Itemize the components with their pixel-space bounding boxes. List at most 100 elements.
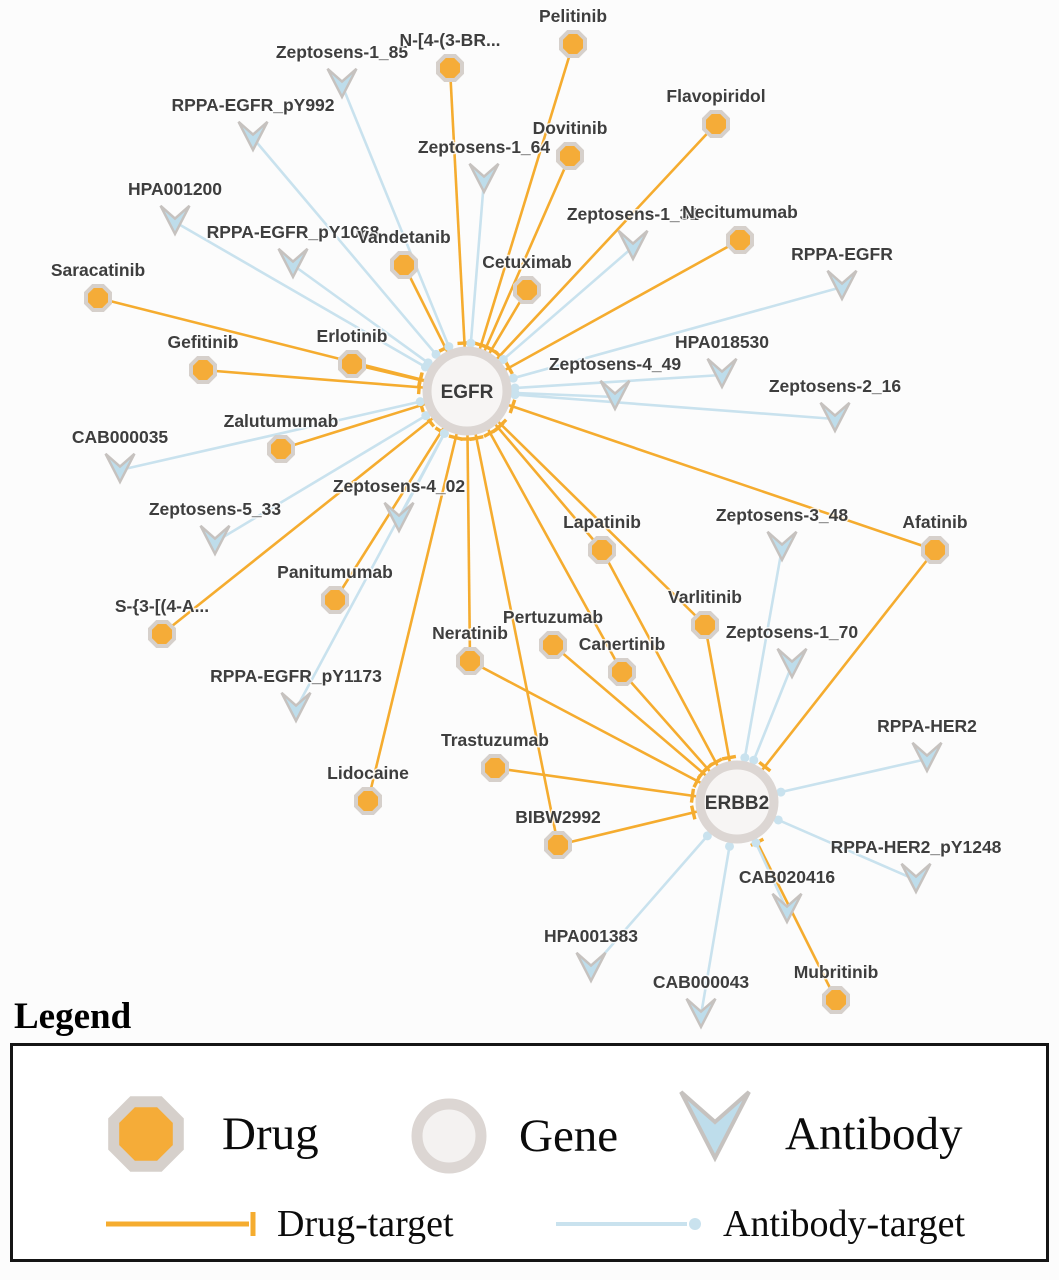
drug-node-n-4-3-br[interactable] (436, 54, 464, 82)
edge-dot-rppa-egfr-py992-egfr (431, 349, 441, 359)
drug-node-lapatinib[interactable] (588, 536, 616, 564)
drug-label-lapatinib: Lapatinib (563, 512, 641, 532)
antibody-node-rppa-egfr-py992[interactable] (237, 120, 269, 153)
drug-label-afatinib: Afatinib (902, 512, 967, 532)
legend-drug-label: Drug (222, 1108, 319, 1160)
edge-lidocaine-egfr (366, 390, 469, 802)
antibody-label-zeptosens-1-85: Zeptosens-1_85 (276, 42, 409, 62)
antibody-node-zeptosens-4-49[interactable] (599, 379, 631, 412)
antibody-node-rppa-egfr[interactable] (826, 269, 858, 302)
drug-label-erlotinib: Erlotinib (317, 326, 388, 346)
antibody-node-cab000035[interactable] (104, 452, 136, 485)
legend-item-antibody: Antibody (665, 1084, 963, 1184)
drug-node-panitumumab[interactable] (321, 586, 349, 614)
antibody-node-cab000043[interactable] (685, 997, 717, 1030)
drug-node-necitumumab[interactable] (726, 226, 754, 254)
edge-flavopiridol-egfr (466, 123, 717, 392)
antibody-node-zeptosens-1-85[interactable] (326, 67, 358, 100)
drug-node-cetuximab[interactable] (513, 276, 541, 304)
drug-node-vandetanib[interactable] (390, 251, 418, 279)
edge-neratinib-egfr (465, 390, 472, 662)
drug-node-afatinib[interactable] (921, 536, 949, 564)
legend-item-antibody-target: Antibody-target (553, 1202, 965, 1246)
edge-rppa-egfr-py992-egfr (252, 137, 468, 392)
drug-node-canertinib[interactable] (608, 658, 636, 686)
antibody-label-rppa-egfr-py1173: RPPA-EGFR_pY1173 (210, 666, 382, 686)
drug-node-zalutumumab[interactable] (267, 435, 295, 463)
drug-node-bibw2992[interactable] (544, 831, 572, 859)
gene-label-egfr: EGFR (441, 382, 494, 403)
drug-label-flavopiridol: Flavopiridol (666, 86, 765, 106)
legend-antibody-label: Antibody (785, 1108, 963, 1160)
drug-node-trastuzumab[interactable] (481, 754, 509, 782)
drug-node-mubritinib[interactable] (822, 986, 850, 1014)
edge-tee-cetuximab-egfr (484, 344, 499, 355)
legend-item-drug: Drug (98, 1086, 319, 1182)
drug-node-gefitinib[interactable] (189, 356, 217, 384)
edge-varlitinib-egfr (466, 390, 706, 626)
gene-node-erbb2[interactable] (695, 760, 779, 844)
edge-dot-hpa001383-erbb2 (702, 831, 712, 841)
antibody-node-rppa-her2[interactable] (911, 741, 943, 774)
drug-node-pertuzumab[interactable] (539, 631, 567, 659)
antibody-label-zeptosens-2-16: Zeptosens-2_16 (769, 376, 902, 396)
edge-dot-zeptosens-1-70-erbb2 (749, 755, 759, 765)
drug-node-lidocaine[interactable] (354, 787, 382, 815)
edge-tee-varlitinib-egfr (495, 418, 508, 431)
antibody-node-hpa001200[interactable] (159, 204, 191, 237)
edge-tee-canertinib-egfr (483, 428, 498, 438)
genes-layer (422, 346, 779, 844)
antibody-node-rppa-egfr-py1173[interactable] (280, 691, 312, 724)
edge-bibw2992-egfr (465, 390, 560, 846)
antibody-node-rppa-her2-py1248[interactable] (900, 862, 932, 895)
edge-tee-afatinib-erbb2 (758, 760, 772, 773)
drug-node-dovitinib[interactable] (556, 142, 584, 170)
antibody-node-rppa-egfr-py1068[interactable] (277, 247, 309, 280)
antibody-label-zeptosens-4-49: Zeptosens-4_49 (549, 354, 682, 374)
edge-markers-layer (415, 338, 786, 851)
edge-tee-canertinib-erbb2 (700, 762, 714, 775)
drug-label-trastuzumab: Trastuzumab (441, 730, 549, 750)
antibody-label-zeptosens-5-33: Zeptosens-5_33 (149, 499, 282, 519)
antibody-node-hpa018530[interactable] (706, 357, 738, 390)
antibody-node-zeptosens-3-48[interactable] (766, 530, 798, 563)
edge-hpa001200-egfr (174, 220, 468, 393)
antibody-node-zeptosens-1-31[interactable] (617, 229, 649, 262)
legend-title: Legend (14, 996, 132, 1037)
antibody-node-hpa001383[interactable] (575, 951, 607, 984)
antibody-node-zeptosens-4-02[interactable] (383, 501, 415, 534)
antibody-node-zeptosens-5-33[interactable] (199, 524, 231, 557)
edge-rppa-egfr-egfr (466, 285, 843, 393)
antibody-target-edge-icon (556, 1218, 701, 1230)
edge-dot-zeptosens-5-33-egfr (421, 411, 431, 421)
drug-target-edge-icon (106, 1212, 256, 1236)
edge-tee-trastuzumab-erbb2 (689, 788, 696, 803)
drug-node-s-3-4-a[interactable] (148, 620, 176, 648)
drug-label-dovitinib: Dovitinib (533, 118, 608, 138)
drug-node-erlotinib[interactable] (338, 350, 366, 378)
antibody-label-hpa001383: HPA001383 (544, 926, 638, 946)
gene-node-egfr[interactable] (422, 346, 512, 436)
edge-necitumumab-egfr (466, 238, 741, 393)
antibody-node-zeptosens-1-70[interactable] (776, 647, 808, 680)
antibody-label-zeptosens-1-31: Zeptosens-1_31 (567, 204, 700, 224)
antibody-label-cab000035: CAB000035 (72, 427, 169, 447)
edge-dot-zeptosens-1-31-egfr (498, 355, 508, 365)
antibody-legend-shape (679, 1090, 751, 1163)
antibody-label-zeptosens-1-64: Zeptosens-1_64 (418, 137, 551, 157)
drug-node-pelitinib[interactable] (559, 30, 587, 58)
edge-dot-cab000043-erbb2 (725, 841, 735, 851)
edge-canertinib-egfr (465, 390, 624, 673)
drug-label-mubritinib: Mubritinib (794, 962, 879, 982)
drug-node-flavopiridol[interactable] (702, 110, 730, 138)
antibody-label-zeptosens-4-02: Zeptosens-4_02 (333, 476, 466, 496)
drug-label-neratinib: Neratinib (432, 623, 508, 643)
edge-zeptosens-1-85-egfr (340, 84, 469, 392)
antibody-node-zeptosens-1-64[interactable] (468, 162, 500, 195)
drug-label-gefitinib: Gefitinib (168, 332, 239, 352)
drug-node-neratinib[interactable] (456, 647, 484, 675)
drug-node-varlitinib[interactable] (691, 611, 719, 639)
drug-node-saracatinib[interactable] (84, 284, 112, 312)
antibody-node-cab020416[interactable] (771, 892, 803, 925)
antibody-node-zeptosens-2-16[interactable] (819, 401, 851, 434)
